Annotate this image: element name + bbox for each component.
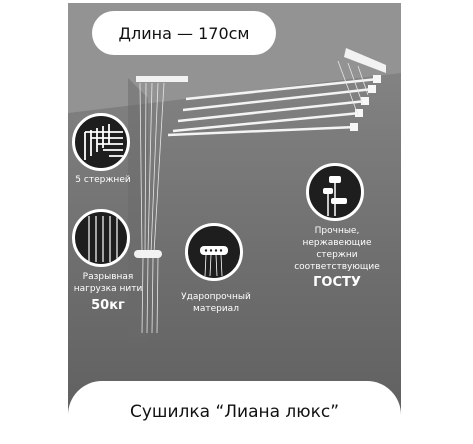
rods-label: 5 стержней [75,175,131,185]
product-name: Сушилка “Лиана люкс” [129,402,340,422]
tensile-label: Разрывная нагрузка нити [68,271,148,295]
rod-end-closeup-icon [306,163,364,221]
cord-lock [134,250,162,258]
right-ceiling-bracket [344,48,386,73]
threads-closeup-icon [72,209,130,267]
rods-closeup-icon [72,113,130,171]
gost-label: Прочные, нержавеющие стержни соответству… [282,225,392,273]
product-card: Длина — 170см 5 стержней Разрывная нагру… [68,3,401,443]
shockproof-line2: материал [193,304,239,314]
length-label: Длина — 170см [118,23,250,43]
product-name-pill: Сушилка “Лиана люкс” [68,381,401,443]
tensile-line1: Разрывная [82,272,134,282]
shockproof-label: Ударопрочный материал [170,291,262,315]
gost-line1: Прочные, [314,226,360,236]
length-pill: Длина — 170см [92,11,276,55]
gost-line2: нержавеющие [302,238,372,248]
left-ceiling-bracket [136,76,188,82]
bracket-closeup-icon [185,223,243,281]
gost-line3: стержни [316,250,358,260]
tensile-value: 50кг [91,298,125,313]
rod-caps [350,75,381,131]
shockproof-line1: Ударопрочный [181,292,251,302]
gost-value: ГОСТУ [313,275,361,290]
tensile-line2: нагрузка нити [73,284,143,294]
dryer-cords [139,60,369,334]
gost-line4: соответствующие [294,262,380,272]
